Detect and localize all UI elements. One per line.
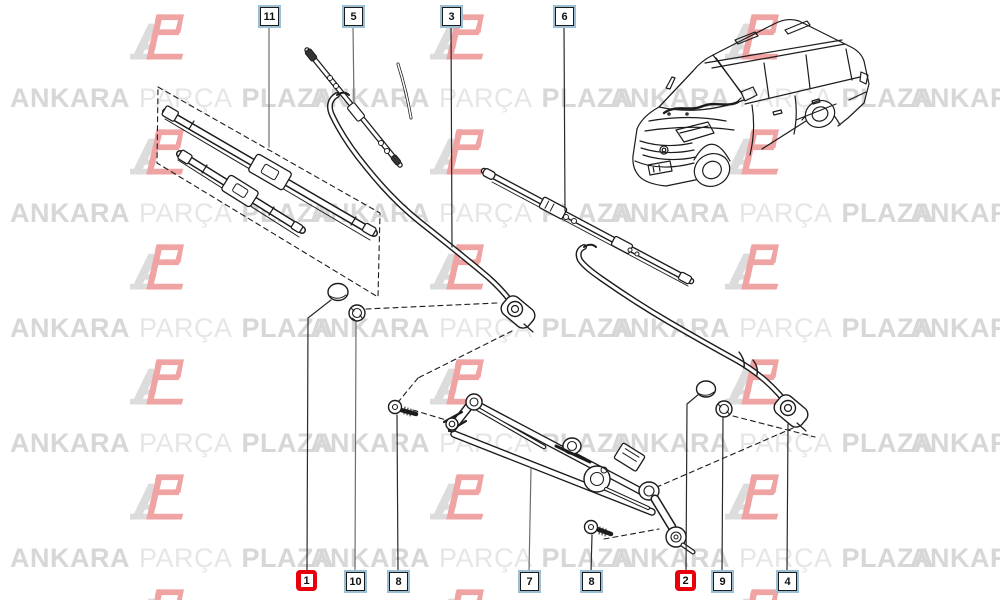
callout-11[interactable]: 11 [258, 5, 281, 28]
watermark-word: ANKARA [610, 543, 730, 573]
rear-wiper-blade-illustration [304, 47, 413, 168]
callout-8-left-label: 8 [395, 575, 402, 588]
watermark-word: PLAZA [541, 313, 635, 343]
leader-lines [268, 25, 789, 573]
watermark-word: ANKARA [610, 313, 730, 343]
callout-5[interactable]: 5 [342, 5, 365, 28]
spindle-nut-left [348, 304, 366, 322]
watermark-word: PARÇA [439, 83, 533, 113]
callout-1[interactable]: 1 [296, 570, 317, 591]
callout-4-label: 4 [784, 575, 791, 588]
watermark-word: ANKARA [910, 313, 1000, 343]
left-wiper-arm-illustration [326, 91, 536, 333]
watermark-word: PARÇA [739, 313, 833, 343]
callout-9[interactable]: 9 [711, 570, 734, 593]
watermark-word: PARÇA [739, 428, 833, 458]
callout-5-label: 5 [350, 10, 357, 23]
watermark-word: ANKARA [610, 198, 730, 228]
callout-11-label: 11 [263, 10, 276, 23]
callout-8-left[interactable]: 8 [387, 570, 410, 593]
watermark-word: ANKARA [10, 198, 130, 228]
callout-9-label: 9 [719, 575, 726, 588]
watermark-word: PLAZA [541, 543, 635, 573]
watermark-word: PARÇA [139, 83, 233, 113]
watermark-word: PLAZA [841, 198, 935, 228]
watermark-word: PARÇA [439, 543, 533, 573]
watermark-word: PLAZA [541, 83, 635, 113]
watermark-word: PLAZA [241, 313, 335, 343]
right-wiper-arm-illustration [575, 243, 809, 432]
callout-8-right[interactable]: 8 [580, 570, 603, 593]
callout-3-label: 3 [448, 10, 455, 23]
callout-10[interactable]: 10 [344, 570, 367, 593]
watermark-word: PARÇA [739, 543, 833, 573]
callout-7-label: 7 [526, 575, 533, 588]
watermark-word: PARÇA [739, 198, 833, 228]
watermark-word: ANKARA [10, 313, 130, 343]
watermark-word: PLAZA [241, 83, 335, 113]
callout-6[interactable]: 6 [553, 5, 576, 28]
watermark-word: ANKARA [10, 543, 130, 573]
watermark-word: PARÇA [139, 543, 233, 573]
dashed-projection-lines [156, 86, 816, 540]
callout-10-label: 10 [349, 575, 362, 588]
callout-2-label: 2 [679, 574, 692, 587]
callout-2[interactable]: 2 [675, 570, 696, 591]
callout-6-label: 6 [561, 10, 568, 23]
watermark-word: PLAZA [841, 313, 935, 343]
watermark-word: PLAZA [841, 83, 935, 113]
callout-1-label: 1 [300, 574, 313, 587]
mounting-screw-right [583, 519, 614, 537]
watermark-word: PARÇA [439, 198, 533, 228]
watermark-word: ANKARA [10, 83, 130, 113]
watermark-word: PARÇA [139, 198, 233, 228]
watermark-word: ANKARA [910, 428, 1000, 458]
watermark-word: ANKARA [910, 543, 1000, 573]
callout-4[interactable]: 4 [776, 570, 799, 593]
callout-7[interactable]: 7 [518, 570, 541, 593]
watermark-word: PARÇA [139, 313, 233, 343]
watermark-word: PLAZA [241, 543, 335, 573]
watermark-word: ANKARA [310, 543, 430, 573]
callout-3[interactable]: 3 [440, 5, 463, 28]
spindle-cap-right [695, 380, 717, 398]
spindle-cap-left [327, 282, 349, 302]
watermark-word: ANKARA [310, 428, 430, 458]
watermark-word: PLAZA [241, 428, 335, 458]
wiper-linkage-motor-illustration [442, 393, 696, 555]
mounting-screw-left [387, 399, 419, 417]
watermark-word: ANKARA [310, 313, 430, 343]
watermark-word: PARÇA [139, 428, 233, 458]
callout-8-right-label: 8 [588, 575, 595, 588]
spindle-nut-right [715, 400, 733, 418]
watermark-word: PLAZA [841, 428, 935, 458]
watermark-word: ANKARA [10, 428, 130, 458]
front-wiper-blade-illustration [480, 167, 695, 287]
vehicle-illustration [632, 18, 870, 187]
watermark-word: ANKARA [610, 83, 730, 113]
wiper-blade-kit-illustration [161, 105, 378, 241]
watermark-word: PLAZA [841, 543, 935, 573]
watermark-word: ANKARA [910, 198, 1000, 228]
watermark-word: ANKARA [910, 83, 1000, 113]
